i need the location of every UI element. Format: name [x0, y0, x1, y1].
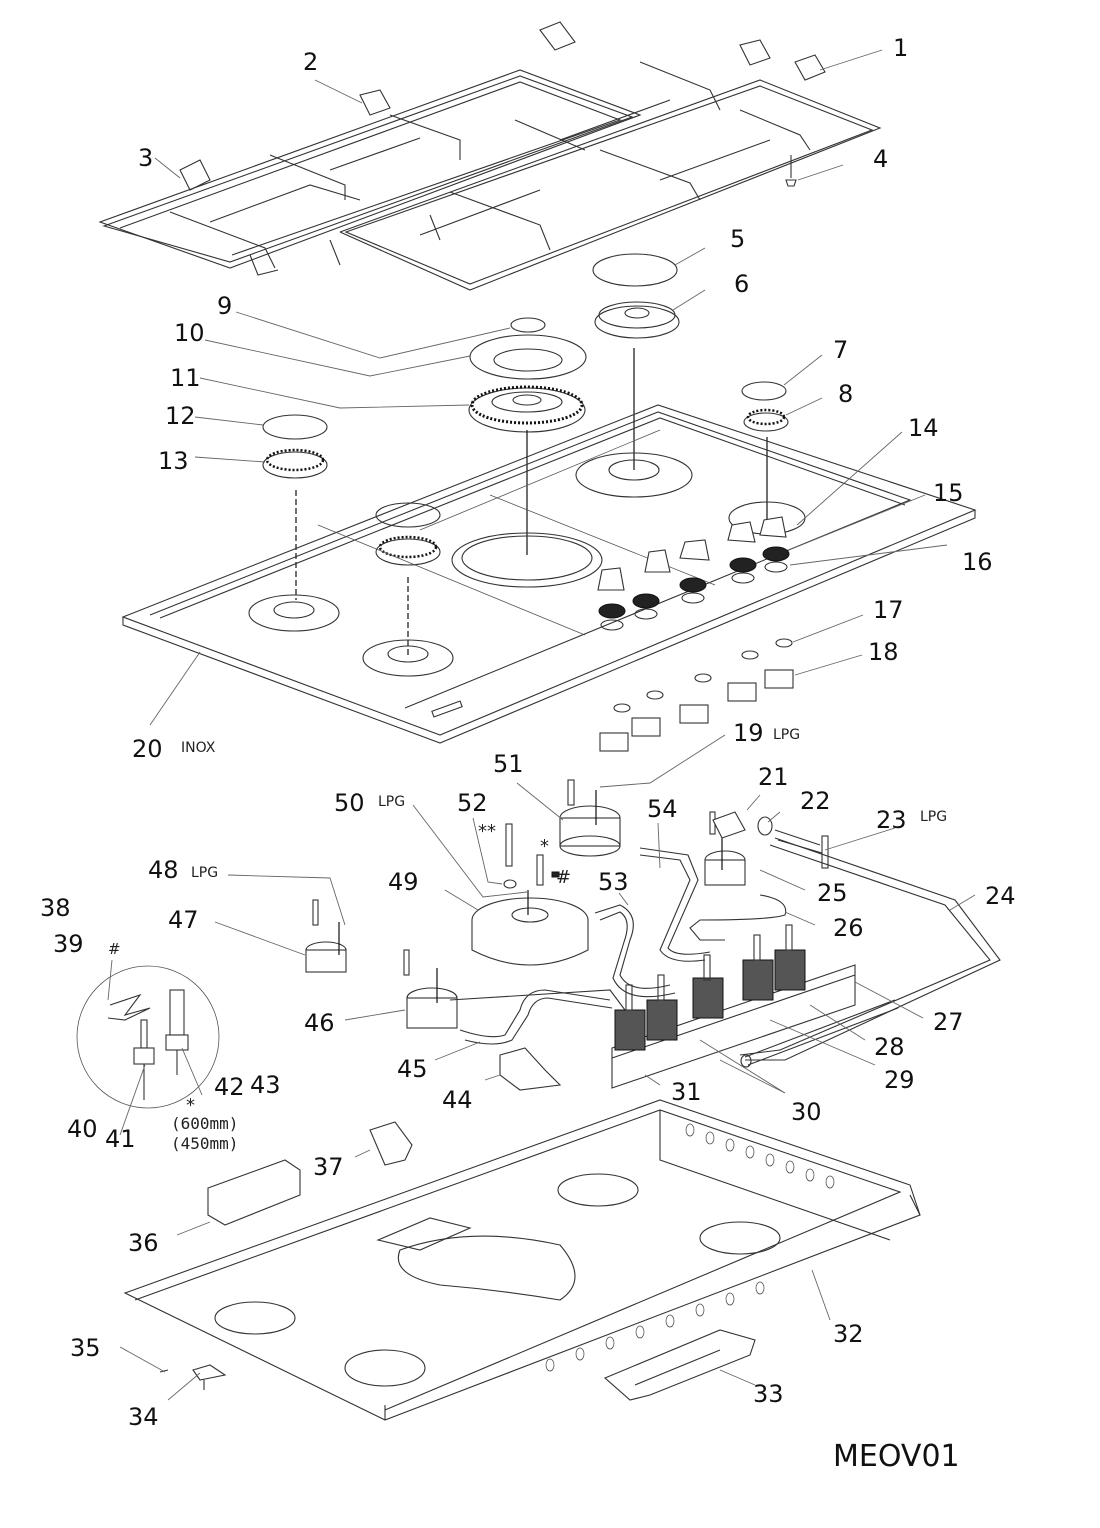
- diagram-code: MEOV01: [833, 1439, 960, 1474]
- callout-32: 32: [833, 1320, 864, 1348]
- callout-14: 14: [908, 414, 939, 442]
- bottom-tray: [123, 1099, 921, 1421]
- switch-row: [599, 638, 794, 752]
- callout-52: 52: [457, 789, 488, 817]
- callout-31: 31: [671, 1078, 702, 1106]
- callout-11: 11: [170, 364, 201, 392]
- asterisk-mark: *: [540, 836, 549, 857]
- hash-mark: #: [556, 867, 572, 888]
- callout-21: 21: [758, 763, 789, 791]
- callout-4: 4: [873, 145, 889, 173]
- callout-25: 25: [817, 879, 848, 907]
- callout-2: 2: [303, 48, 319, 76]
- callout-50: 50: [334, 789, 365, 817]
- gas-tag-50: LPG: [378, 794, 406, 810]
- callout-49: 49: [388, 868, 419, 896]
- callout-43: 43: [250, 1071, 281, 1099]
- gas-tag-19: LPG: [773, 727, 801, 743]
- callout-27: 27: [933, 1008, 964, 1036]
- electrode-detail-inset: [76, 965, 220, 1109]
- callout-3: 3: [138, 144, 154, 172]
- callout-26: 26: [833, 914, 864, 942]
- callout-39: 39: [53, 930, 84, 958]
- burner-bases: [305, 779, 746, 1029]
- double-asterisk-mark: **: [478, 821, 496, 842]
- callout-20: 20: [132, 735, 163, 763]
- callout-45: 45: [397, 1055, 428, 1083]
- callout-36: 36: [128, 1229, 159, 1257]
- material-tag-20: INOX: [181, 740, 216, 756]
- callout-30: 30: [791, 1098, 822, 1126]
- callout-12: 12: [165, 402, 196, 430]
- gas-tag-23: LPG: [920, 809, 948, 825]
- callout-54: 54: [647, 795, 678, 823]
- callout-6: 6: [734, 270, 750, 298]
- gas-tag-48: LPG: [191, 865, 219, 881]
- callout-38: 38: [40, 894, 71, 922]
- callout-10: 10: [174, 319, 205, 347]
- callout-1: 1: [893, 34, 909, 62]
- inset-asterisk-mark: *: [186, 1095, 195, 1116]
- callout-33: 33: [753, 1380, 784, 1408]
- callout-15: 15: [933, 479, 964, 507]
- callout-leaders: [107, 49, 976, 1401]
- callout-8: 8: [838, 380, 854, 408]
- burner-cap-large: [592, 253, 678, 287]
- callout-9: 9: [217, 292, 233, 320]
- callout-23: 23: [876, 806, 907, 834]
- electrode-length-450: (450mm): [171, 1134, 239, 1153]
- callout-18: 18: [868, 638, 899, 666]
- burners: [262, 253, 789, 655]
- callout-53: 53: [598, 868, 629, 896]
- callout-13: 13: [158, 447, 189, 475]
- callout-42: 42: [214, 1073, 245, 1101]
- callout-5: 5: [730, 225, 746, 253]
- callout-29: 29: [884, 1066, 915, 1094]
- tray-vent-holes: [545, 1123, 835, 1372]
- callout-41: 41: [105, 1125, 136, 1153]
- inset-hash-mark: #: [108, 940, 121, 958]
- callout-46: 46: [304, 1009, 335, 1037]
- callout-37: 37: [313, 1153, 344, 1181]
- callout-7: 7: [833, 336, 849, 364]
- callout-22: 22: [800, 787, 831, 815]
- callout-47: 47: [168, 906, 199, 934]
- gas-valves-rail: [499, 924, 899, 1091]
- valves: [614, 924, 806, 1051]
- callout-40: 40: [67, 1115, 98, 1143]
- callout-44: 44: [442, 1086, 473, 1114]
- callout-35: 35: [70, 1334, 101, 1362]
- callout-51: 51: [493, 750, 524, 778]
- callout-19: 19: [733, 719, 764, 747]
- callout-24: 24: [985, 882, 1016, 910]
- pan-support-grates: [98, 21, 882, 291]
- callout-34: 34: [128, 1403, 159, 1431]
- control-knobs: [597, 516, 790, 631]
- callout-48: 48: [148, 856, 179, 884]
- callout-28: 28: [874, 1033, 905, 1061]
- gas-pipes: [449, 811, 1001, 1061]
- electrode-length-600: (600mm): [171, 1114, 239, 1133]
- callout-17: 17: [873, 596, 904, 624]
- hob-top-panel: [121, 404, 977, 744]
- callout-16: 16: [962, 548, 993, 576]
